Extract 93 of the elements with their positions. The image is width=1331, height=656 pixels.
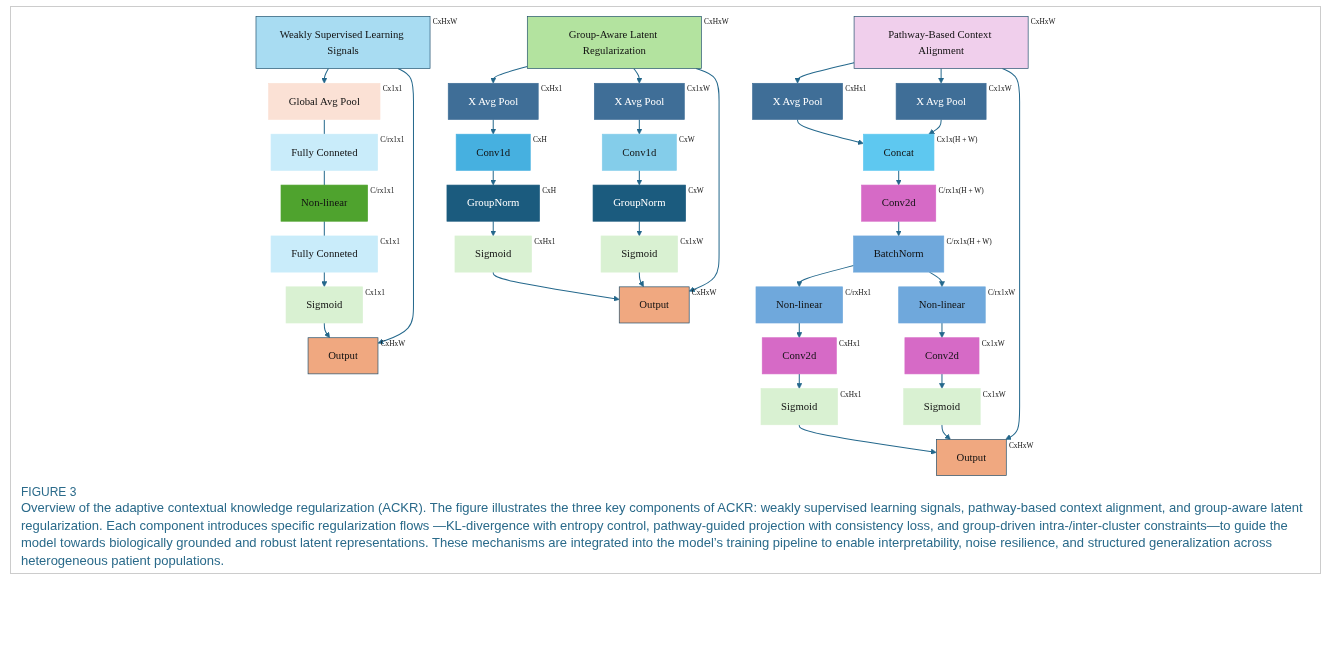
arrow	[796, 265, 855, 288]
dimension-label: Cx1x1	[380, 237, 400, 246]
node-box: Group-Aware Latent Regularization	[526, 16, 702, 69]
node-box: BatchNorm	[853, 235, 945, 273]
arrow	[377, 68, 414, 345]
arrow	[895, 169, 902, 186]
arrow	[796, 322, 803, 338]
dimension-label: Cx1xW	[680, 237, 704, 246]
dimension-label: CxHx1	[840, 389, 862, 399]
arrow	[938, 68, 945, 84]
connector	[323, 118, 325, 135]
dimension-label: CxHx1	[845, 84, 867, 94]
arrow	[939, 322, 945, 338]
figure-label: FIGURE 3	[21, 485, 78, 499]
dimension-label: CxW	[688, 186, 704, 196]
arrow	[638, 271, 644, 288]
arrow	[492, 271, 620, 302]
node-box: X Avg Pool	[752, 82, 843, 120]
arrow	[490, 66, 528, 84]
dimension-label: CxHx1	[839, 338, 861, 348]
dimension-label: C/rx1x(H + W)	[938, 186, 984, 196]
arrow	[928, 271, 945, 288]
arrow	[939, 373, 945, 389]
dimension-label: Cx1xW	[988, 84, 1012, 94]
node-box: Sigmoid	[903, 388, 981, 426]
dimension-label: CxHxW	[691, 287, 717, 297]
node-box: Non-linear	[898, 286, 986, 324]
node-box: Fully Conneted	[270, 235, 378, 273]
arrow	[796, 373, 803, 389]
arrow	[633, 68, 643, 84]
dimension-label: CxH	[532, 135, 547, 145]
dimension-label: Cx1x1	[365, 287, 385, 297]
dimension-label: C/rxHx1	[845, 287, 871, 297]
node-box: Global Avg Pool	[268, 82, 381, 120]
node-box: Conv2d	[761, 337, 837, 375]
arrow	[490, 118, 497, 135]
node-box: Sigmoid	[454, 235, 532, 273]
arrow	[688, 68, 720, 292]
dimension-label: CxW	[679, 135, 695, 145]
node-box: Concat	[863, 133, 935, 171]
dimension-label: CxH	[542, 186, 557, 196]
arrow	[490, 169, 497, 186]
arrow	[323, 322, 330, 338]
dimension-label: C/rx1x1	[380, 135, 405, 145]
node-box: X Avg Pool	[447, 82, 539, 120]
dimension-label: CxHxW	[1030, 17, 1056, 27]
dimension-label: Cx1xW	[981, 338, 1005, 348]
arrow	[636, 169, 643, 186]
node-box: Output	[936, 439, 1007, 476]
node-box: Conv1d	[455, 133, 531, 171]
arrow	[636, 118, 643, 135]
dimension-label: CxHxW	[704, 17, 729, 27]
arrow	[1001, 68, 1021, 440]
node-box: Sigmoid	[600, 235, 678, 273]
dimension-label: CxHx1	[540, 84, 563, 94]
node-box: Conv2d	[904, 337, 980, 375]
dimension-label: CxHx1	[534, 237, 556, 246]
node-box: Non-linear	[755, 286, 843, 324]
dimension-label: CxHxW	[432, 17, 458, 27]
node-box: X Avg Pool	[594, 82, 685, 120]
arrow	[794, 62, 855, 84]
node-box: Conv2d	[861, 184, 937, 222]
node-box: Sigmoid	[285, 286, 363, 324]
node-box: X Avg Pool	[895, 82, 987, 120]
dimension-label: C/rx1x(H + W)	[946, 237, 992, 246]
arrow	[798, 424, 937, 455]
dimension-label: CxHxW	[1008, 440, 1034, 450]
dimension-label: Cx1xW	[687, 84, 710, 94]
arrow	[490, 220, 497, 237]
dimension-label: Cx1x1	[382, 84, 403, 94]
dimension-label: CxHxW	[380, 338, 406, 348]
node-box: Fully Conneted	[270, 133, 378, 171]
dimension-label: C/rx1xW	[987, 287, 1016, 297]
node-box: Weakly Supervised Learning Signals	[255, 16, 431, 69]
node-box: Output	[307, 337, 379, 375]
node-box: GroupNorm	[446, 184, 540, 222]
node-box: Pathway-Based Context Alignment	[853, 16, 1029, 69]
node-box: GroupNorm	[592, 184, 686, 222]
node-box: Sigmoid	[760, 388, 838, 426]
node-box: Non-linear	[280, 184, 368, 222]
arrow	[636, 220, 643, 237]
caption: Overview of the adaptive contextual knowledge regularization (ACKR). The figure illustrates the three key components of ACKR: weakly supervised learning signals, pathway-based context alignment, and group-aware latent regularization. Each component introduces specific regularization flows —KL-divergence with entropy control, pathway-guided projection with consistency loss, and group-driven intra-/inter-cluster constraints—to guide the model towards biologically grounded and robust latent representations. These mechanisms are integrated into the model’s training pipeline to enable interpretability, noise resilience, and structured generalization across heterogeneous patient populations.	[21, 499, 1304, 570]
arrow	[928, 118, 942, 135]
node-box: Conv1d	[601, 133, 677, 171]
arrow	[797, 118, 864, 145]
dimension-label: Cx1x(H + W)	[936, 135, 978, 145]
dimension-label: C/rx1x1	[370, 186, 395, 196]
node-box: Output	[618, 286, 690, 324]
arrow	[321, 68, 329, 84]
arrow	[321, 271, 328, 288]
arrow	[895, 220, 902, 237]
arrow	[941, 424, 951, 440]
dimension-label: Cx1xW	[982, 389, 1006, 399]
